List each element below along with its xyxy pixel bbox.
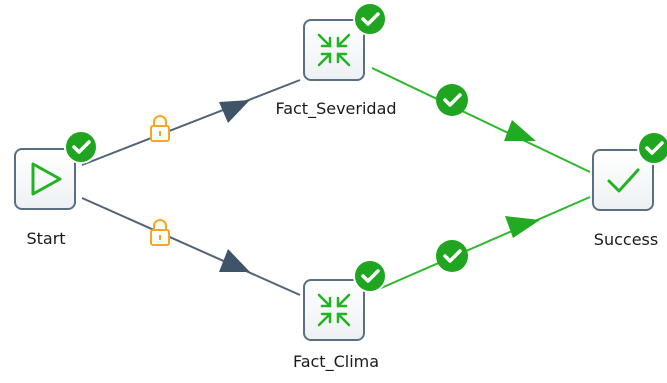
arrowhead-icon [504,120,536,141]
arrowhead-icon [219,249,250,272]
node-status-check-icon [64,130,98,164]
arrowhead-icon [505,216,540,238]
node-label-fact-clima: Fact_Clima [292,352,380,371]
edge-start-to-fact-clima[interactable] [81,197,301,296]
node-label-start: Start [26,229,66,248]
success-badge-icon [436,84,468,116]
lock-icon [150,219,170,246]
node-status-check-icon [353,259,387,293]
lock-icon [150,115,170,142]
node-start[interactable] [14,148,76,210]
node-label-fact-severidad: Fact_Severidad [275,99,397,118]
node-label-success: Success [593,230,659,249]
merge-arrows-icon [317,293,351,327]
edge-start-to-fact-severidad[interactable] [81,79,301,166]
arrowhead-icon [219,100,250,123]
node-fact-severidad[interactable] [303,19,365,81]
play-triangle-icon [31,162,62,196]
node-status-check-icon [353,2,387,36]
node-status-check-icon [637,131,667,165]
edge-fact-severidad-to-success[interactable] [371,67,591,173]
merge-arrows-icon [317,33,351,67]
checkmark-icon [607,168,640,193]
edge-fact-clima-to-success[interactable] [371,196,591,293]
node-fact-clima[interactable] [303,279,365,341]
success-badge-icon [436,240,468,272]
